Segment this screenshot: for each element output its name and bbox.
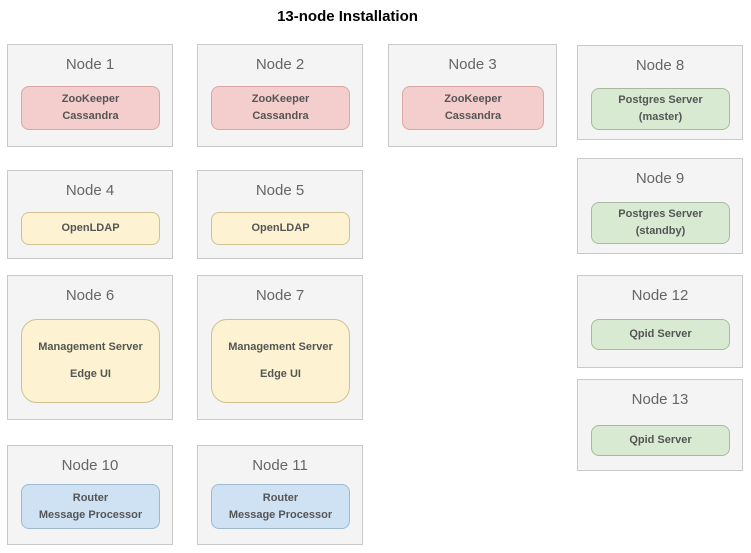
service-label: Qpid Server xyxy=(629,328,692,340)
node-13-title: Node 13 xyxy=(631,391,689,408)
node-11-box: Node 11 Router Message Processor xyxy=(197,445,363,545)
service-label: Cassandra xyxy=(444,110,502,122)
service-label: Message Processor xyxy=(228,508,333,521)
node-9-service-box: Postgres Server (standby) xyxy=(591,202,730,244)
node-2-box: Node 2 ZooKeeper Cassandra xyxy=(197,44,363,147)
service-label: OpenLDAP xyxy=(61,222,120,234)
node-12-box: Node 12 Qpid Server xyxy=(577,275,743,368)
node-2-title: Node 2 xyxy=(255,56,305,73)
node-3-title: Node 3 xyxy=(448,56,497,73)
node-2-service-box: ZooKeeper Cassandra xyxy=(211,86,350,130)
node-8-service-box: Postgres Server (master) xyxy=(591,88,730,130)
node-12-title: Node 12 xyxy=(631,287,689,304)
node-9-box: Node 9 Postgres Server (standby) xyxy=(577,158,743,254)
node-5-title: Node 5 xyxy=(255,182,305,199)
node-4-box: Node 4 OpenLDAP xyxy=(7,170,173,259)
diagram-title: 13-node Installation xyxy=(277,8,418,25)
node-1-box: Node 1 ZooKeeper Cassandra xyxy=(7,44,173,147)
service-label: Router xyxy=(262,491,299,504)
service-label: ZooKeeper xyxy=(61,93,120,105)
node-13-service-box: Qpid Server xyxy=(591,425,730,456)
service-label: Cassandra xyxy=(252,110,309,122)
service-label: Management Server xyxy=(38,341,143,353)
node-12-service-box: Qpid Server xyxy=(591,319,730,350)
service-label: ZooKeeper xyxy=(251,93,310,105)
node-10-box: Node 10 Router Message Processor xyxy=(7,445,173,545)
node-1-service-box: ZooKeeper Cassandra xyxy=(21,86,160,130)
service-label: Postgres Server xyxy=(618,208,703,220)
node-8-box: Node 8 Postgres Server (master) xyxy=(577,45,743,140)
node-9-title: Node 9 xyxy=(635,170,685,187)
service-label: Cassandra xyxy=(62,110,119,122)
service-label: (standby) xyxy=(635,225,686,237)
service-label: Message Processor xyxy=(38,508,143,521)
node-1-title: Node 1 xyxy=(65,56,115,73)
node-6-title: Node 6 xyxy=(65,287,115,304)
service-label: Edge UI xyxy=(260,368,301,380)
service-label: Management Server xyxy=(228,341,333,353)
node-4-service-box: OpenLDAP xyxy=(21,212,160,245)
service-label: OpenLDAP xyxy=(251,222,310,234)
node-10-service-box: Router Message Processor xyxy=(21,484,160,529)
node-6-box: Node 6 Management Server Edge UI xyxy=(7,275,173,420)
node-7-box: Node 7 Management Server Edge UI xyxy=(197,275,363,420)
service-label: (master) xyxy=(638,111,683,123)
node-10-title: Node 10 xyxy=(61,457,119,474)
service-label: Qpid Server xyxy=(629,434,692,446)
node-11-title: Node 11 xyxy=(252,457,308,474)
node-5-box: Node 5 OpenLDAP xyxy=(197,170,363,259)
node-3-service-box: ZooKeeper Cassandra xyxy=(402,86,544,130)
node-8-title: Node 8 xyxy=(635,57,685,74)
node-4-title: Node 4 xyxy=(65,182,115,199)
node-11-service-box: Router Message Processor xyxy=(211,484,350,529)
service-label: ZooKeeper xyxy=(444,93,502,105)
service-label: Postgres Server xyxy=(618,94,703,106)
node-3-box: Node 3 ZooKeeper Cassandra xyxy=(388,44,557,147)
node-7-title: Node 7 xyxy=(255,287,305,304)
service-label: Router xyxy=(72,491,109,504)
node-13-box: Node 13 Qpid Server xyxy=(577,379,743,471)
service-label: Edge UI xyxy=(70,368,111,380)
node-7-service-box: Management Server Edge UI xyxy=(211,319,350,403)
node-5-service-box: OpenLDAP xyxy=(211,212,350,245)
node-6-service-box: Management Server Edge UI xyxy=(21,319,160,403)
